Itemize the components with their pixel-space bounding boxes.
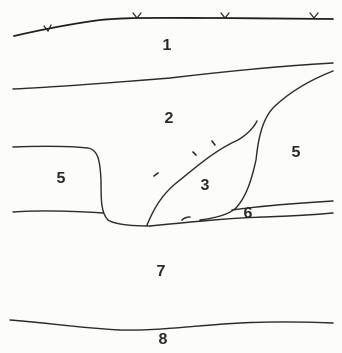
- unit-label-6: 6: [244, 206, 253, 222]
- contact-line-unit-5-right: [200, 71, 333, 220]
- unit-label-5-left: 5: [57, 171, 66, 187]
- fragment-mark: [154, 173, 158, 176]
- fragment-mark: [193, 152, 196, 155]
- unit-label-7: 7: [157, 264, 166, 280]
- fragment-mark: [212, 141, 215, 145]
- unit-label-3: 3: [201, 178, 210, 194]
- ground-surface-line: [14, 18, 333, 36]
- contact-line-unit-5-left-base: [13, 211, 103, 213]
- contact-line-unit-6-base: [150, 213, 333, 226]
- unit-label-1: 1: [163, 38, 172, 54]
- vegetation-tick: [310, 13, 318, 18]
- unit-label-5-right: 5: [292, 145, 301, 161]
- contact-line-unit-1-base: [13, 63, 333, 89]
- unit-label-2: 2: [165, 111, 174, 127]
- contact-line-unit-5-left-top: [13, 146, 150, 226]
- unit-label-8: 8: [159, 332, 168, 348]
- fragment-mark: [182, 217, 190, 220]
- vegetation-tick: [133, 13, 141, 18]
- contact-line-unit-7-base: [10, 320, 333, 330]
